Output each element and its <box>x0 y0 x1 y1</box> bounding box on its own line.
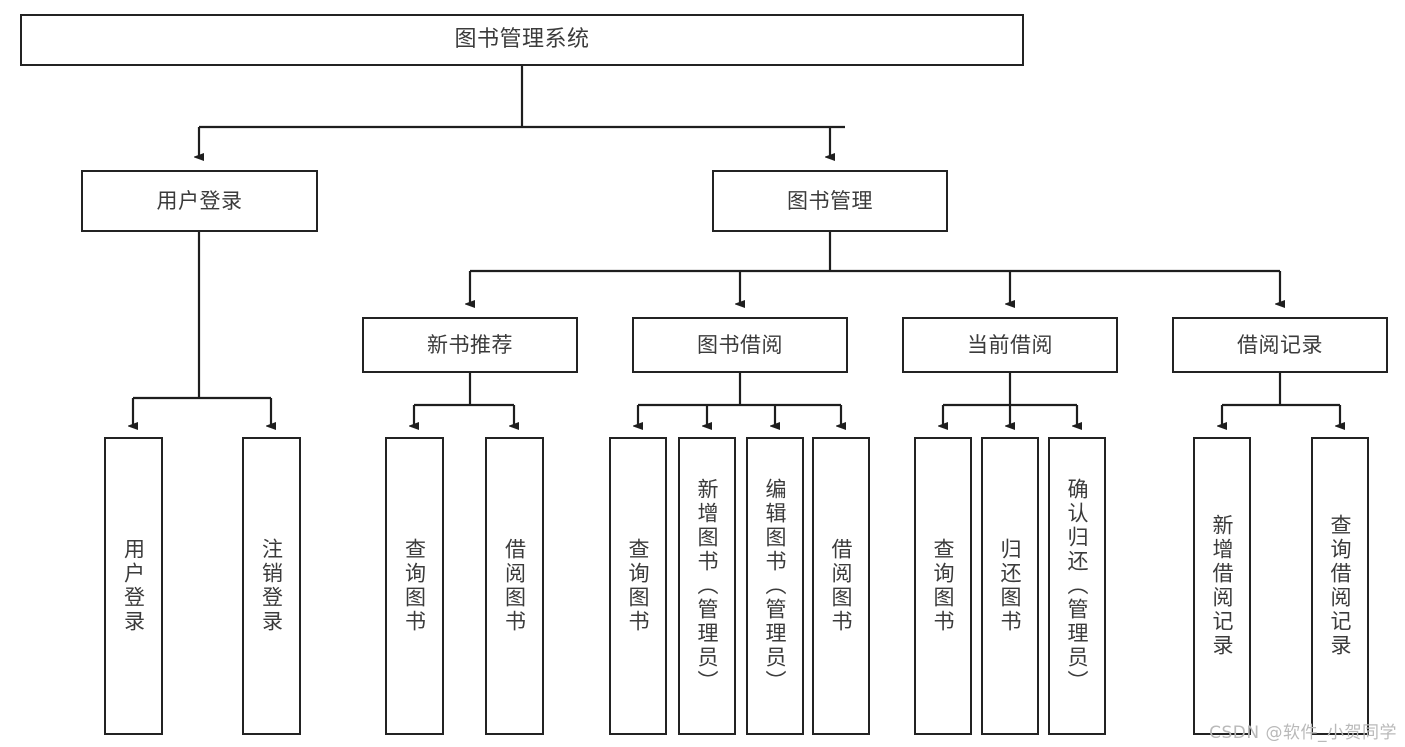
leaf-record-query-record[interactable]: 查询借阅记录 <box>1311 437 1369 735</box>
node-label: 新书推荐 <box>427 332 513 357</box>
leaf-current-query-book[interactable]: 查询图书 <box>914 437 972 735</box>
node-label: 当前借阅 <box>967 332 1053 357</box>
leaf-user-login-login[interactable]: 用户登录 <box>104 437 163 735</box>
node-label: 用户登录 <box>121 538 146 634</box>
node-book-borrow[interactable]: 图书借阅 <box>632 317 848 373</box>
node-label: 查询图书 <box>931 538 956 634</box>
node-label: 图书管理 <box>787 188 873 213</box>
watermark-text: CSDN @软件_小贺同学 <box>1209 723 1397 743</box>
leaf-recommend-borrow-book[interactable]: 借阅图书 <box>485 437 544 735</box>
node-label: 确认归还（管理员） <box>1065 478 1090 694</box>
node-label: 编辑图书（管理员） <box>763 478 788 694</box>
node-label: 借阅图书 <box>829 538 854 634</box>
node-label: 归还图书 <box>998 538 1023 634</box>
node-label: 借阅记录 <box>1237 332 1323 357</box>
node-label: 用户登录 <box>156 188 243 213</box>
leaf-borrow-query-book[interactable]: 查询图书 <box>609 437 667 735</box>
node-label: 注销登录 <box>259 538 284 634</box>
node-book-management[interactable]: 图书管理 <box>712 170 948 232</box>
node-label: 图书借阅 <box>697 332 783 357</box>
leaf-current-confirm-return-admin[interactable]: 确认归还（管理员） <box>1048 437 1106 735</box>
leaf-record-add-record[interactable]: 新增借阅记录 <box>1193 437 1251 735</box>
leaf-recommend-query-book[interactable]: 查询图书 <box>385 437 444 735</box>
leaf-borrow-add-book-admin[interactable]: 新增图书（管理员） <box>678 437 736 735</box>
node-label: 新增图书（管理员） <box>695 478 720 694</box>
node-label: 借阅图书 <box>502 538 527 634</box>
node-label: 查询图书 <box>626 538 651 634</box>
node-user-login[interactable]: 用户登录 <box>81 170 318 232</box>
node-label: 新增借阅记录 <box>1210 514 1235 658</box>
leaf-current-return-book[interactable]: 归还图书 <box>981 437 1039 735</box>
node-borrow-record[interactable]: 借阅记录 <box>1172 317 1388 373</box>
node-current-borrow[interactable]: 当前借阅 <box>902 317 1118 373</box>
node-label: 查询借阅记录 <box>1328 514 1353 658</box>
node-label: 图书管理系统 <box>454 27 590 53</box>
leaf-borrow-edit-book-admin[interactable]: 编辑图书（管理员） <box>746 437 804 735</box>
node-new-book-recommend[interactable]: 新书推荐 <box>362 317 578 373</box>
node-label: 查询图书 <box>402 538 427 634</box>
leaf-user-login-logout[interactable]: 注销登录 <box>242 437 301 735</box>
node-root-system[interactable]: 图书管理系统 <box>20 14 1024 66</box>
leaf-borrow-borrow-book[interactable]: 借阅图书 <box>812 437 870 735</box>
